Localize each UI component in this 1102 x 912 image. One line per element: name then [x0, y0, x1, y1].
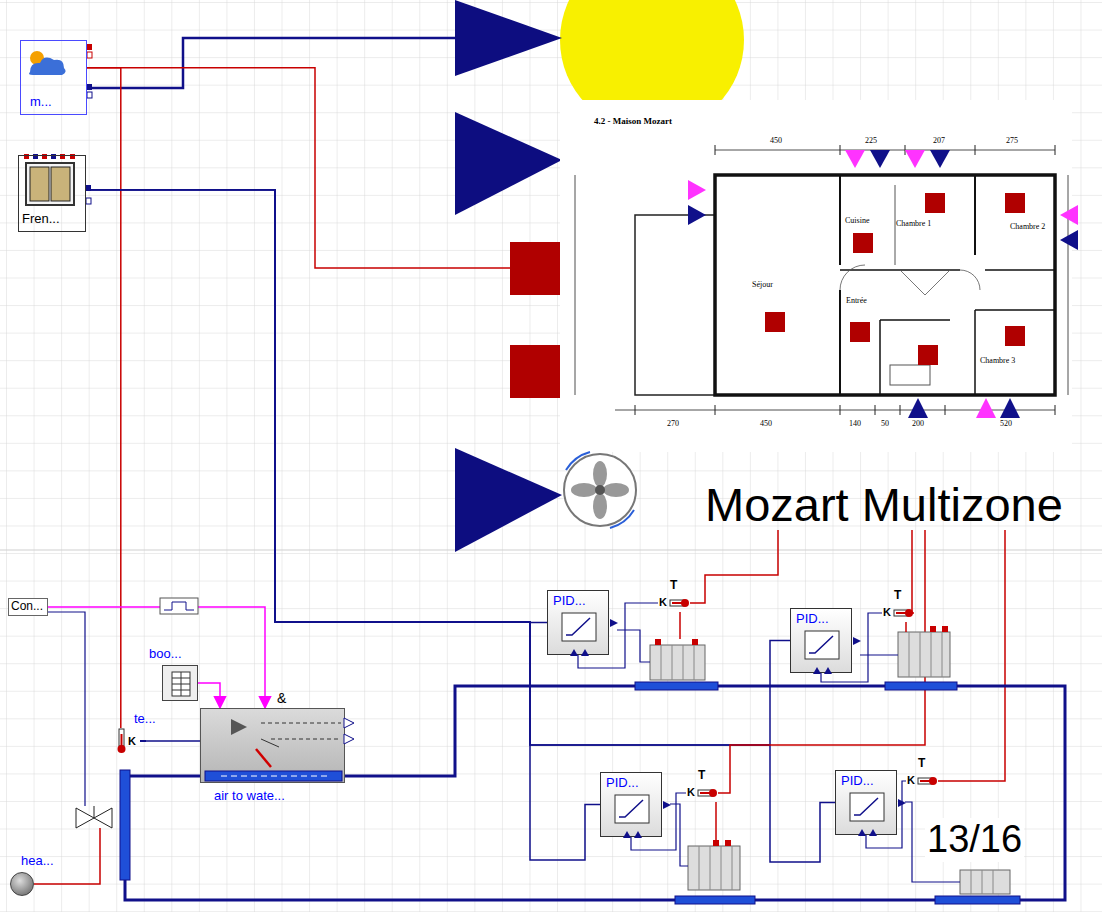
block-label: K	[907, 774, 915, 787]
dimension-label: 450	[760, 419, 772, 428]
block-label: T	[918, 757, 925, 771]
block-label: hea...	[21, 854, 54, 869]
symbol	[201, 709, 346, 788]
connector	[87, 68, 121, 728]
radiator	[935, 870, 1020, 904]
pid-controller: PID...	[835, 770, 897, 835]
block-label: m...	[30, 95, 52, 110]
page-number: 13/16	[925, 818, 1024, 862]
temperature-sensor: TK	[658, 594, 690, 612]
dimension-label: 225	[865, 136, 877, 145]
floor-plan	[560, 100, 1078, 452]
connector	[86, 190, 600, 860]
block-label: K	[128, 735, 136, 748]
building-model: 4.2 - Maison MozartMozart Multizone	[455, 0, 1098, 530]
room-label: Chambre 1	[896, 219, 931, 228]
pid-controller: PID...	[600, 772, 662, 837]
connector	[87, 68, 455, 268]
block-label: &	[277, 690, 286, 706]
block-label: K	[883, 606, 891, 619]
block-label: K	[687, 786, 695, 799]
connector	[690, 530, 778, 603]
boolean-table: boo...	[162, 665, 198, 701]
block-label: Mozart Multizone	[705, 478, 1063, 532]
pid-controller: PID...	[547, 590, 609, 655]
hysteresis-block	[160, 598, 198, 614]
room-label: Séjour	[752, 280, 773, 289]
pid-controller: PID...	[790, 608, 852, 673]
block-label: Con...	[11, 600, 43, 614]
dimension-label: 275	[1006, 136, 1018, 145]
block-label: K	[659, 596, 667, 609]
dimension-label: 140	[849, 419, 861, 428]
room-label: Cuisine	[845, 216, 869, 225]
temperature-sensor: TK	[686, 784, 718, 802]
block-label: air to wate...	[214, 789, 285, 804]
window-block: Fren...	[18, 155, 86, 232]
block-label: PID...	[606, 776, 639, 791]
connector	[87, 38, 455, 88]
temperature-sensor: te...K	[118, 728, 146, 754]
connector	[86, 190, 547, 623]
pipe	[125, 686, 1065, 900]
weather-block: m...	[20, 40, 87, 115]
heat-pump: &air to wate...	[200, 708, 345, 783]
connector	[146, 740, 200, 742]
radiator	[675, 840, 755, 904]
block-label: PID...	[796, 612, 829, 627]
room-label: Entrée	[846, 296, 867, 305]
block-label: boo...	[149, 647, 182, 662]
temperature-sensor: TK	[882, 604, 914, 622]
block-label: 4.2 - Maison Mozart	[594, 116, 672, 126]
block-label: T	[670, 579, 677, 593]
dimension-label: 207	[933, 136, 945, 145]
dimension-label: 270	[667, 419, 679, 428]
radiator	[885, 626, 957, 690]
heat-pump-symbol	[201, 709, 346, 784]
connector	[718, 530, 925, 793]
heat-source: hea...	[10, 872, 34, 896]
connector	[912, 530, 914, 613]
symbol	[163, 666, 199, 706]
room-label: Chambre 2	[1010, 222, 1045, 231]
dimension-label: 50	[881, 419, 889, 428]
room-label: Chambre 3	[980, 356, 1015, 365]
block-label: PID...	[553, 594, 586, 609]
block-label: Fren...	[22, 212, 60, 227]
weather-icon	[29, 44, 92, 98]
dimension-label: 450	[770, 136, 782, 145]
connector	[198, 683, 220, 708]
dimension-label: 200	[912, 419, 924, 428]
valve-symbol	[76, 806, 112, 828]
fan-icon	[564, 452, 636, 528]
constant-block: Con...	[8, 598, 48, 616]
window-icon	[24, 154, 91, 205]
block-label: T	[698, 769, 705, 783]
block-label: PID...	[841, 774, 874, 789]
radiator	[635, 639, 718, 690]
connector	[48, 607, 265, 708]
temperature-sensor: TK	[906, 772, 938, 790]
block-label: te...	[134, 712, 156, 727]
block-label: T	[894, 589, 901, 603]
dimension-label: 520	[1000, 419, 1012, 428]
boolean-table-symbol	[163, 666, 199, 702]
